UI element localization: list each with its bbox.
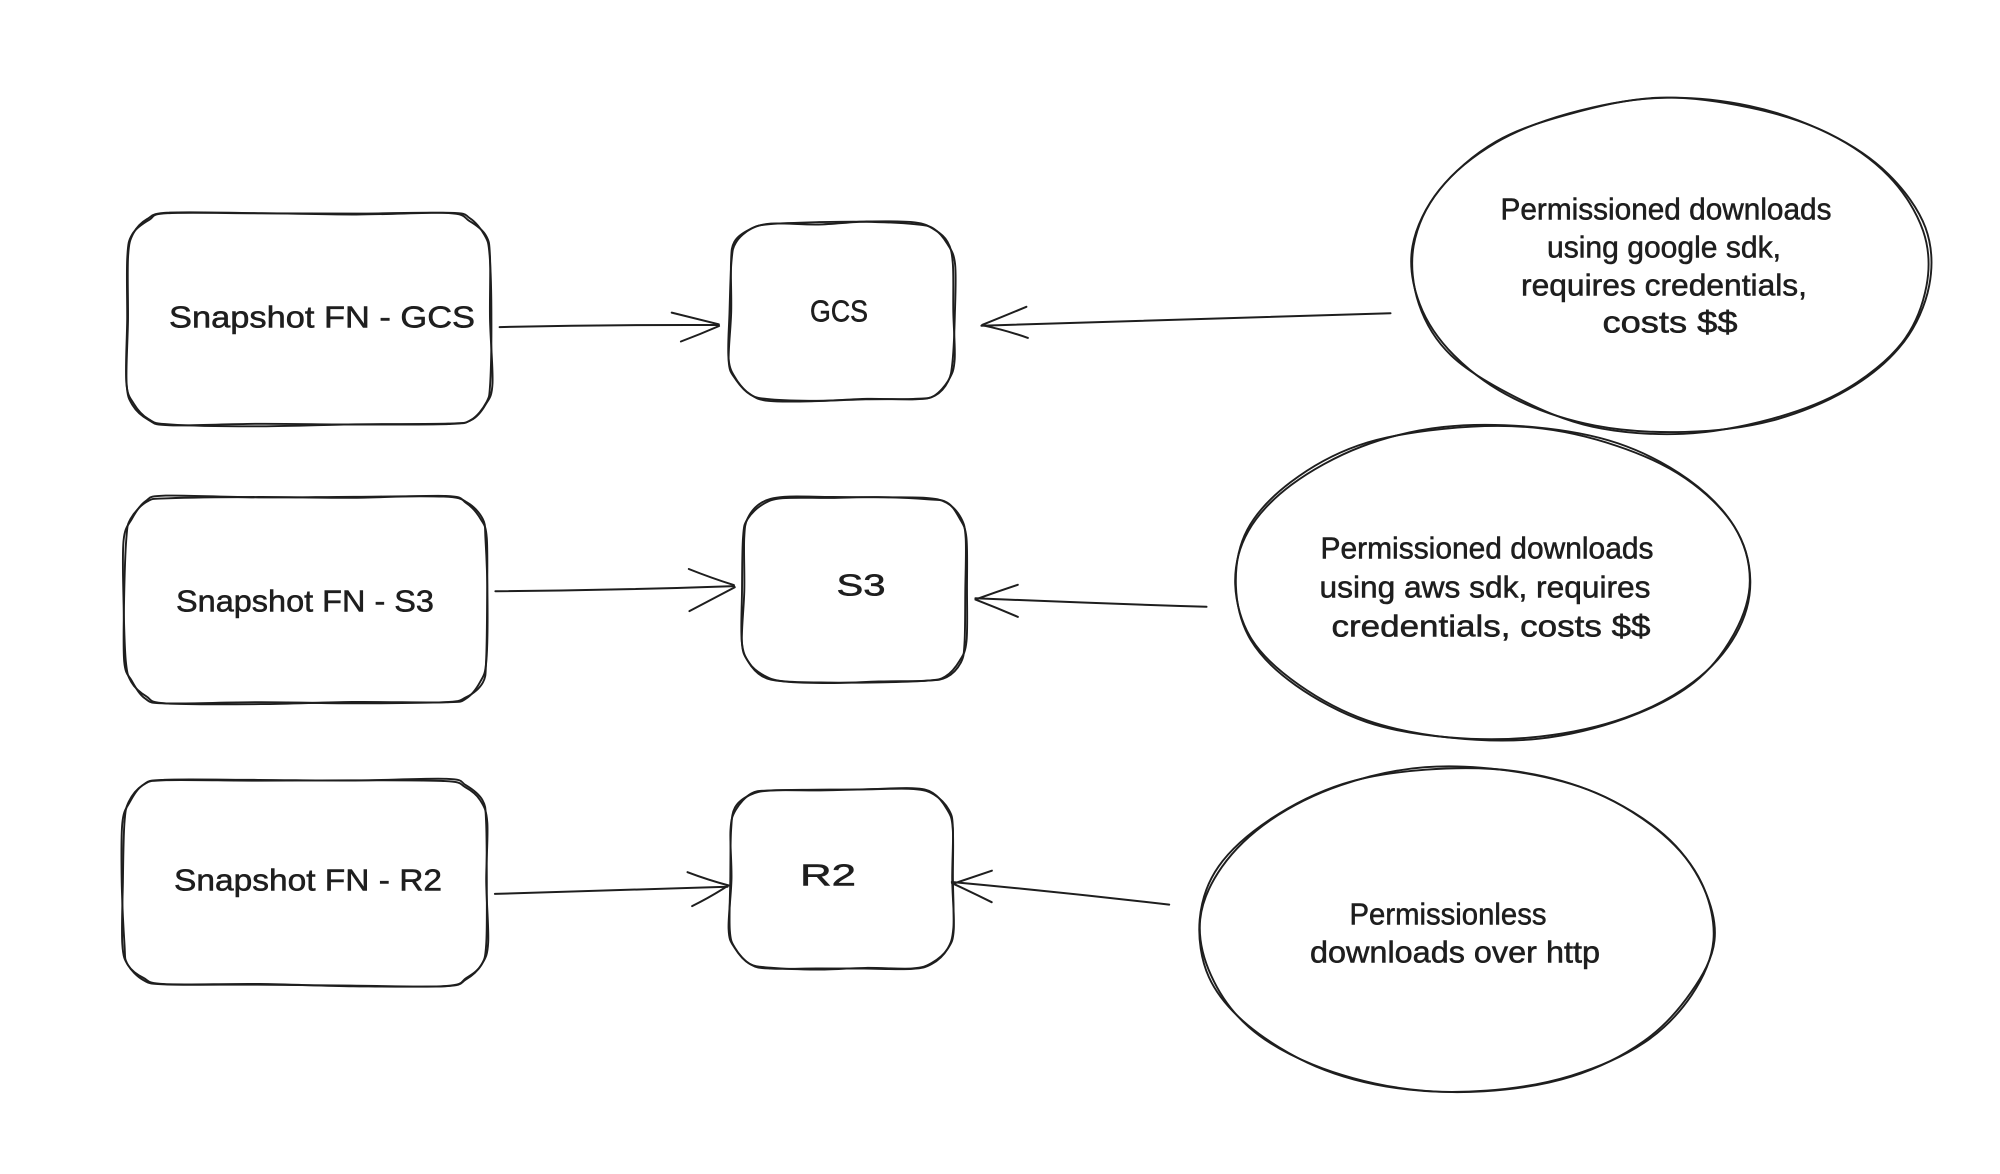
svg-text:requires credentials,: requires credentials, [1521, 267, 1807, 302]
svg-text:Snapshot FN - GCS: Snapshot FN - GCS [169, 299, 475, 334]
svg-text:GCS: GCS [810, 293, 868, 328]
svg-text:Snapshot FN - R2: Snapshot FN - R2 [174, 862, 442, 897]
svg-text:downloads over http: downloads over http [1310, 934, 1600, 969]
svg-text:using google sdk,: using google sdk, [1547, 229, 1781, 264]
svg-text:credentials, costs $$: credentials, costs $$ [1332, 608, 1651, 643]
svg-text:using aws sdk, requires: using aws sdk, requires [1320, 569, 1651, 604]
svg-text:Permissionless: Permissionless [1350, 896, 1547, 931]
svg-text:Permissioned downloads: Permissioned downloads [1501, 191, 1832, 226]
svg-text:S3: S3 [837, 567, 886, 602]
svg-text:Permissioned downloads: Permissioned downloads [1321, 530, 1654, 565]
svg-text:costs $$: costs $$ [1603, 304, 1738, 339]
svg-text:Snapshot FN - S3: Snapshot FN - S3 [176, 583, 434, 618]
svg-text:R2: R2 [800, 857, 856, 892]
